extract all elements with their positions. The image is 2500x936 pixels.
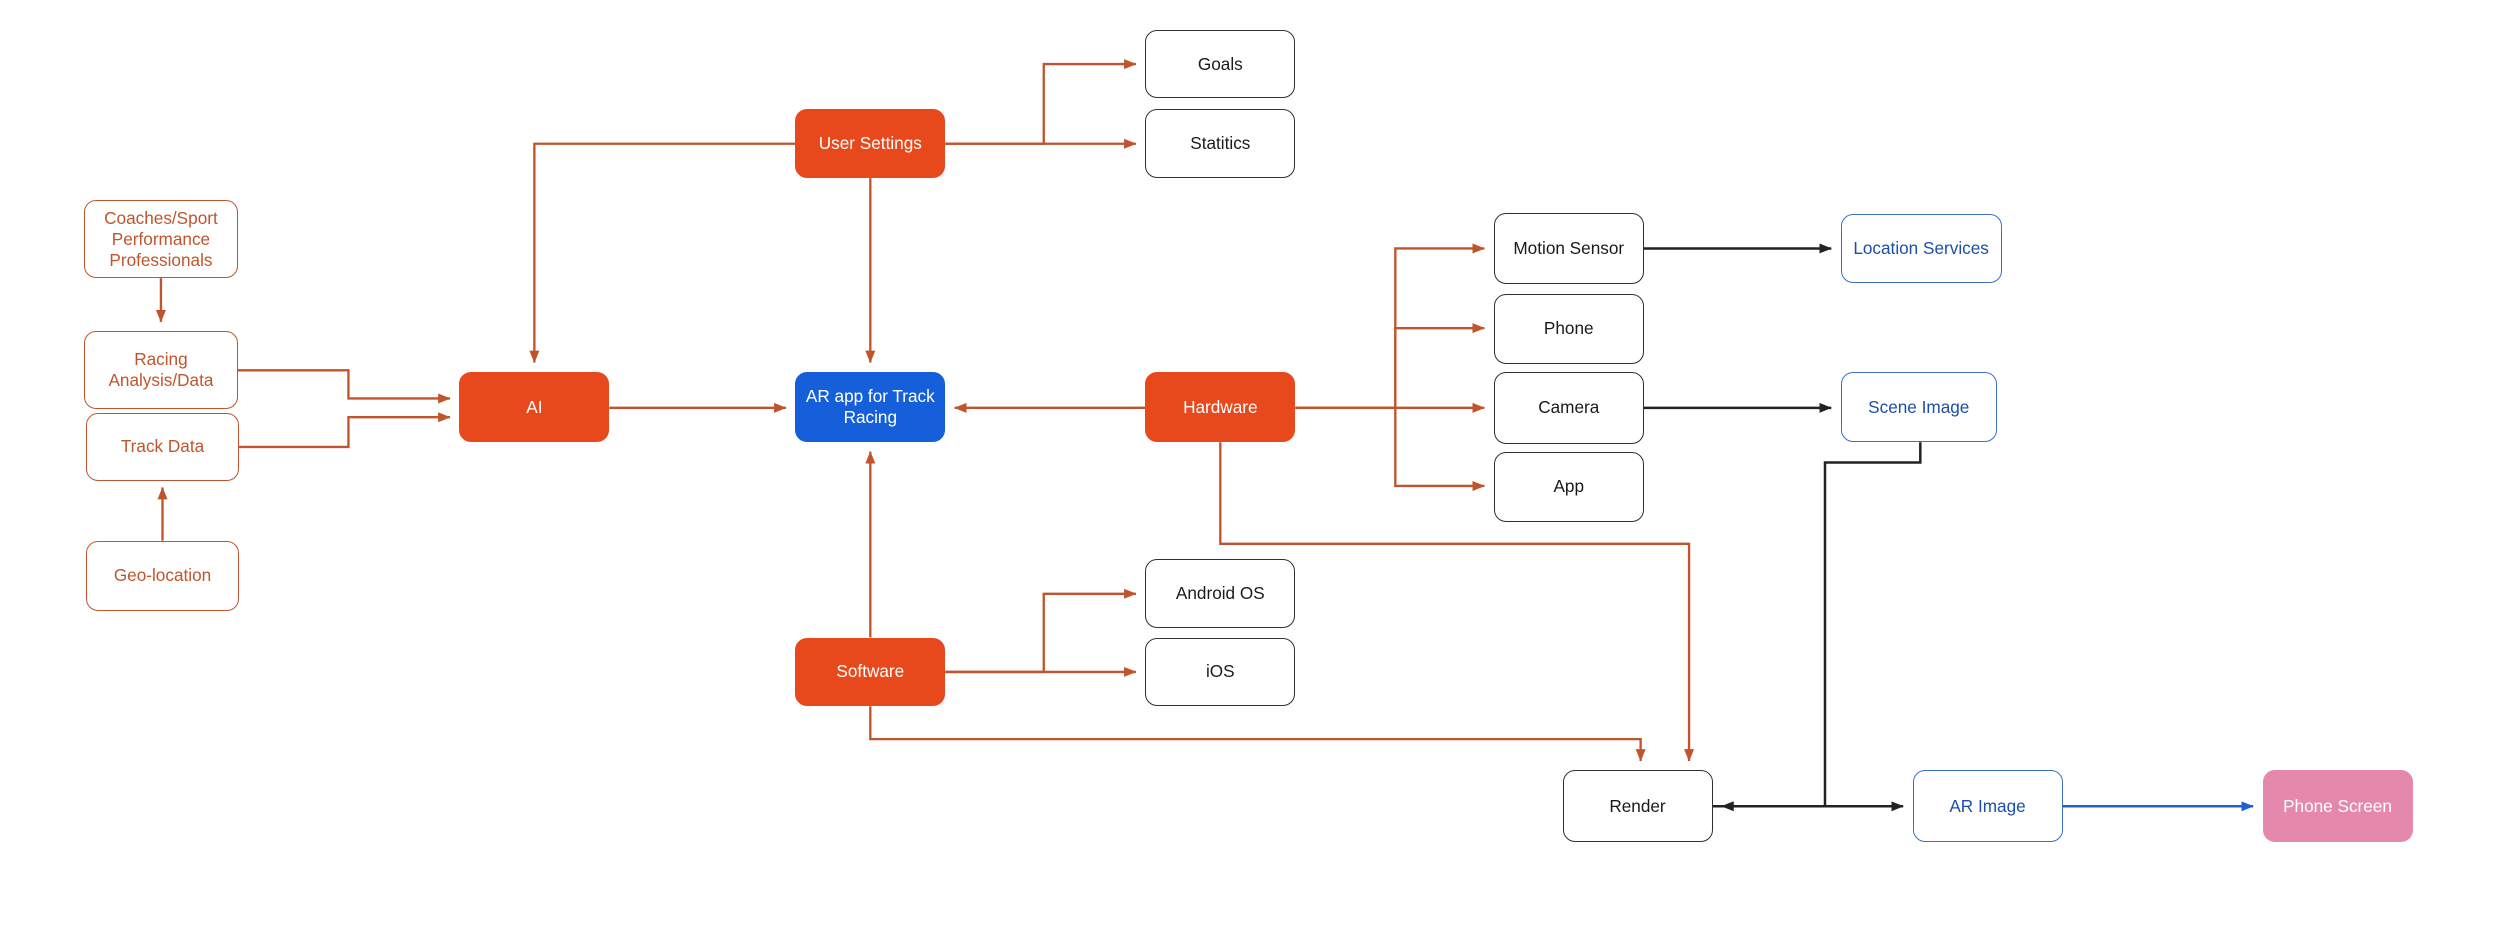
edge-hardware-to-phone: [1394, 323, 1486, 408]
node-goals[interactable]: Goals: [1145, 29, 1296, 99]
edge-racing-to-ai: [237, 369, 451, 404]
node-label-phone-screen: Phone Screen: [2283, 795, 2392, 816]
edge-scene-to-render: [1721, 442, 1922, 812]
black-connectors: [1643, 243, 1922, 812]
node-ar-app[interactable]: AR app for Track Racing: [795, 371, 946, 443]
node-software[interactable]: Software: [795, 637, 946, 707]
edge-software-to-render: [869, 706, 1646, 762]
node-label-track: Track Data: [120, 436, 205, 457]
node-label-render: Render: [1609, 795, 1666, 816]
edge-hardware-to-render: [1219, 442, 1695, 762]
edge-usersettings-to-ai: [529, 142, 796, 364]
node-label-ios: iOS: [1205, 661, 1235, 682]
node-label-motion-sensor: Motion Sensor: [1513, 237, 1625, 258]
node-ai[interactable]: AI: [459, 371, 610, 443]
node-label-phone: Phone: [1543, 318, 1594, 339]
node-phone[interactable]: Phone: [1493, 293, 1644, 365]
node-label-user-settings: User Settings: [818, 133, 922, 154]
node-label-statitics: Statitics: [1190, 133, 1251, 154]
node-phone-screen[interactable]: Phone Screen: [2262, 770, 2413, 843]
node-app[interactable]: App: [1493, 451, 1644, 522]
node-label-software: Software: [836, 661, 905, 682]
node-label-ai: AI: [526, 396, 543, 417]
node-label-scene-image: Scene Image: [1868, 396, 1970, 417]
node-label-geo: Geo-location: [113, 565, 212, 586]
node-track[interactable]: Track Data: [85, 412, 240, 482]
node-label-goals: Goals: [1197, 53, 1243, 74]
node-label-coaches: Coaches/Sport Performance Professionals: [104, 207, 218, 270]
node-label-racing: Racing Analysis/Data: [108, 349, 214, 391]
node-label-camera: Camera: [1538, 397, 1600, 418]
node-ios[interactable]: iOS: [1145, 637, 1296, 707]
node-geo[interactable]: Geo-location: [85, 540, 240, 611]
node-label-android-os: Android OS: [1175, 583, 1265, 604]
node-motion-sensor[interactable]: Motion Sensor: [1493, 212, 1644, 285]
orange-connectors: [155, 59, 1695, 762]
node-android-os[interactable]: Android OS: [1145, 559, 1296, 629]
node-scene-image[interactable]: Scene Image: [1840, 371, 1997, 443]
node-camera[interactable]: Camera: [1493, 371, 1644, 444]
node-label-ar-image: AR Image: [1949, 795, 2026, 816]
node-user-settings[interactable]: User Settings: [795, 109, 946, 179]
node-racing[interactable]: Racing Analysis/Data: [84, 331, 238, 410]
node-coaches[interactable]: Coaches/Sport Performance Professionals: [84, 200, 238, 279]
edge-usersettings-to-goals: [945, 59, 1137, 145]
node-label-app: App: [1553, 476, 1585, 497]
node-location-svc[interactable]: Location Services: [1840, 214, 2002, 283]
edge-hardware-to-app: [1394, 407, 1486, 491]
node-hardware[interactable]: Hardware: [1145, 371, 1296, 443]
node-label-ar-app: AR app for Track Racing: [805, 386, 935, 428]
node-render[interactable]: Render: [1562, 770, 1713, 843]
node-ar-image[interactable]: AR Image: [1912, 770, 2063, 843]
node-label-location-svc: Location Services: [1853, 237, 1989, 258]
edge-software-to-android: [945, 588, 1137, 674]
node-statitics[interactable]: Statitics: [1145, 109, 1296, 179]
edge-track-to-ai: [239, 412, 451, 449]
node-label-hardware: Hardware: [1183, 396, 1258, 417]
